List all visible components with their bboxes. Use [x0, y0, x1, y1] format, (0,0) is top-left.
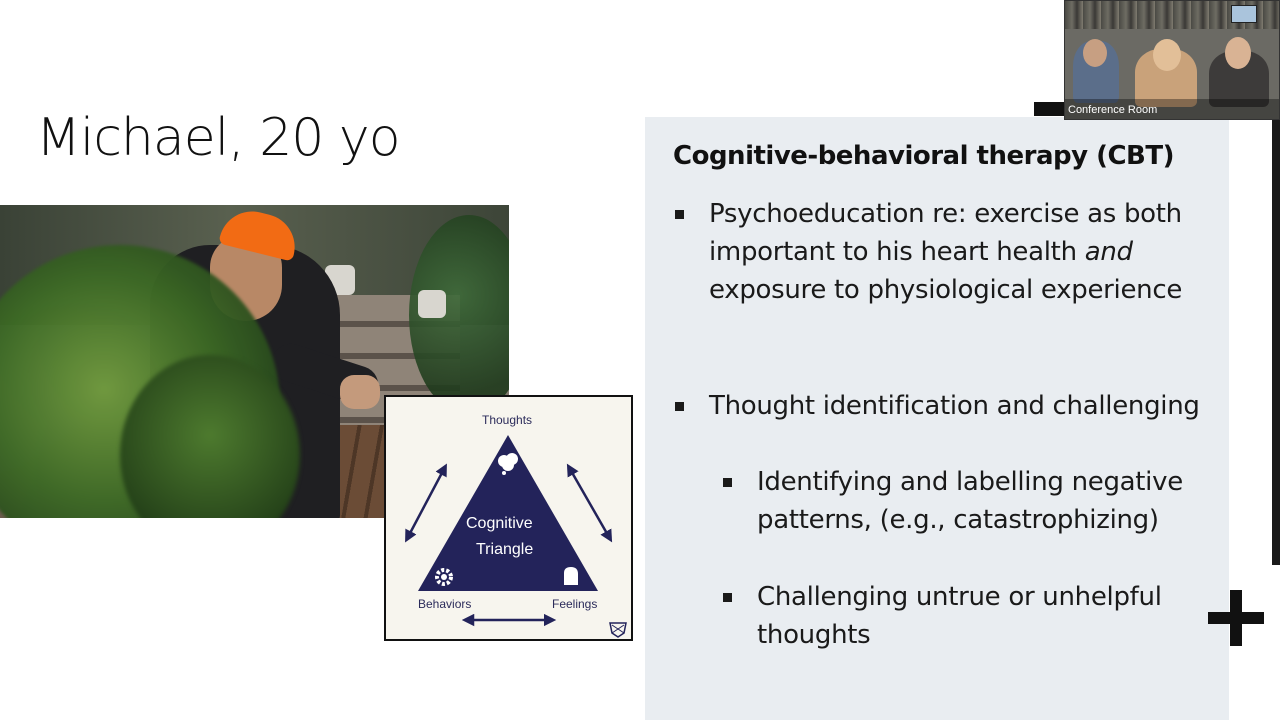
bullet-square-icon: [675, 210, 684, 219]
sub-bullet-identifying: Identifying and labelling negative patte…: [723, 463, 1197, 539]
bullet-psychoeducation: Psychoeducation re: exercise as both imp…: [675, 195, 1209, 309]
video-label-bar: [1065, 99, 1279, 119]
slide-title: Michael, 20 yo: [36, 108, 401, 168]
sub1-text: Identifying and labelling negative patte…: [757, 467, 1183, 535]
gear-icon: [435, 568, 453, 586]
sub-bullet-challenging: Challenging untrue or unhelpful thoughts: [723, 578, 1217, 654]
foreground-leaves: [120, 355, 300, 518]
sub2-text: Challenging untrue or unhelpful thoughts: [757, 582, 1162, 650]
triangle-shape: [418, 435, 598, 591]
cbt-heading: Cognitive-behavioral therapy (CBT): [673, 141, 1175, 171]
video-room-label: Conference Room: [1068, 104, 1158, 116]
bullet-square-icon: [723, 593, 732, 602]
feelings-label: Feelings: [552, 597, 598, 611]
bullet-thought-identification: Thought identification and challenging: [675, 387, 1209, 425]
triangle-center-line1: Cognitive: [466, 515, 533, 532]
behaviors-label: Behaviors: [418, 597, 472, 611]
head-icon: [564, 567, 578, 585]
bullet2-text: Thought identification and challenging: [709, 391, 1200, 421]
person-hand: [340, 375, 380, 409]
bullet-square-icon: [675, 402, 684, 411]
video-tile-notch: [1034, 102, 1064, 116]
logo-icon: [609, 622, 627, 638]
right-arrow: [566, 463, 613, 543]
plus-icon: [1208, 590, 1264, 646]
bullet1-text-italic: and: [1084, 237, 1133, 267]
cbt-panel: Cognitive-behavioral therapy (CBT) Psych…: [645, 117, 1229, 720]
video-thumbnail[interactable]: Conference Room: [1064, 0, 1280, 120]
triangle-center-line2: Triangle: [476, 541, 534, 558]
bullet1-text-part2: exposure to physiological experience: [709, 275, 1183, 305]
cognitive-triangle-diagram: [405, 435, 627, 638]
side-scroll-strip[interactable]: [1272, 120, 1280, 565]
left-arrow: [405, 463, 447, 543]
video-person-face: [1153, 39, 1181, 71]
thoughts-label: Thoughts: [482, 413, 533, 427]
video-person-face: [1083, 39, 1107, 67]
photo-pot: [418, 290, 446, 318]
video-person-face: [1225, 37, 1251, 69]
bullet-square-icon: [723, 478, 732, 487]
bullet1-text-part1: Psychoeducation re: exercise as both imp…: [709, 199, 1182, 267]
cognitive-triangle-card: Thoughts Cognitive Triangle Behaviors Fe…: [384, 395, 633, 641]
video-room-screen: [1231, 5, 1257, 23]
thought-cloud-icon: [498, 453, 518, 475]
